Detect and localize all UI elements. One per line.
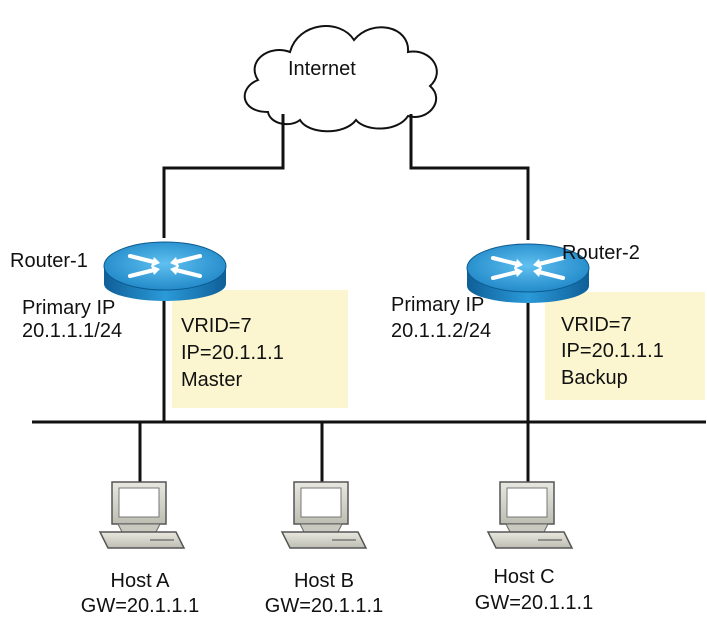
host-c-name: Host C (493, 566, 555, 588)
router-1-role: Master (181, 369, 243, 391)
router-2-icon (466, 243, 590, 303)
host-a-computer-icon (98, 481, 186, 549)
router-2-virtual-ip: IP=20.1.1.1 (561, 340, 664, 362)
uplink-lines (162, 114, 530, 240)
router-1-vrid: VRID=7 (181, 315, 252, 337)
router-2-role: Backup (561, 367, 628, 389)
host-b-gateway: GW=20.1.1.1 (264, 595, 384, 617)
router-2-name: Router-2 (562, 242, 640, 264)
internet-label: Internet (288, 58, 356, 80)
host-c-gateway: GW=20.1.1.1 (474, 592, 594, 614)
router-1-icon (103, 241, 227, 301)
router-1-uplink (162, 114, 285, 238)
host-a-gateway: GW=20.1.1.1 (80, 595, 200, 617)
router-1-vrrp-note (172, 290, 348, 408)
router-drop-lines (162, 298, 530, 488)
host-drop-lines (138, 422, 324, 482)
router-1-virtual-ip: IP=20.1.1.1 (181, 342, 284, 364)
router-2-primary-ip-label: Primary IP (391, 294, 485, 316)
internet-cloud-icon (243, 25, 438, 133)
router-2-vrid: VRID=7 (561, 314, 632, 336)
host-b-name: Host B (293, 570, 355, 592)
router-2-uplink (409, 114, 530, 240)
router-1-primary-ip: 20.1.1.1/24 (22, 320, 123, 342)
router-1-name: Router-1 (10, 250, 88, 272)
router-2-vrrp-note (545, 292, 705, 400)
host-c-computer-icon (486, 481, 574, 549)
router-2-primary-ip: 20.1.1.2/24 (391, 320, 492, 342)
host-a-name: Host A (110, 570, 170, 592)
host-b-computer-icon (280, 481, 368, 549)
router-1-primary-ip-label: Primary IP (22, 297, 116, 319)
